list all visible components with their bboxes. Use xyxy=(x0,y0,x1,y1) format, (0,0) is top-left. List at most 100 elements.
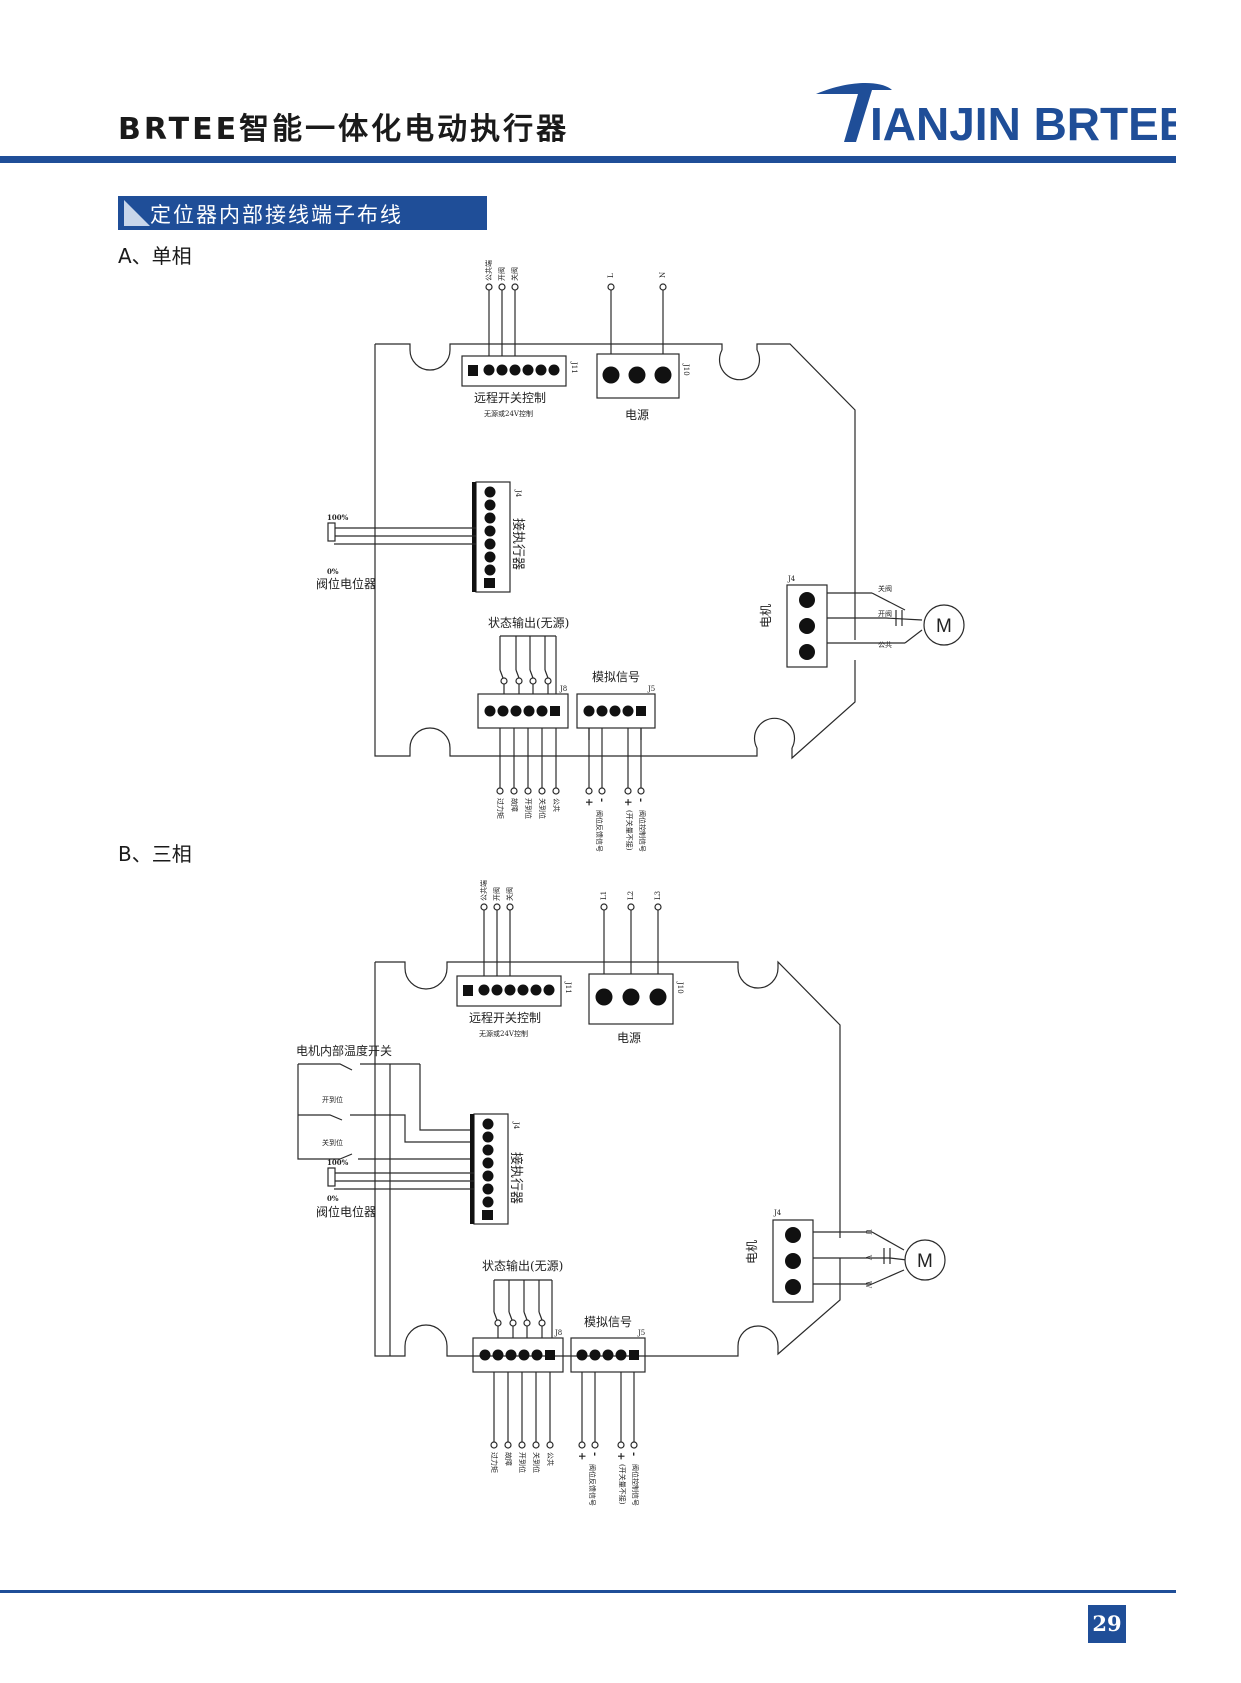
j5-label: J5 xyxy=(637,1329,645,1337)
output-label-common: 公共 xyxy=(552,798,561,812)
analog-caption: 模拟信号 xyxy=(584,1315,632,1329)
j4-actuator-pins xyxy=(484,486,496,588)
j8-label: J8 xyxy=(554,1329,562,1337)
control-signal-note: (开关量不接) xyxy=(625,810,634,851)
company-logo: IANJIN BRTEE xyxy=(816,83,1176,148)
connector-j4-motor xyxy=(786,584,828,668)
remote-caption: 远程开关控制 xyxy=(474,390,546,405)
remote-label-common: 公共端 xyxy=(479,880,488,901)
j11-label: J11 xyxy=(570,361,578,374)
analog-caption: 模拟信号 xyxy=(592,670,640,684)
j4-motor-pins xyxy=(785,1227,801,1295)
diagram-a: 公共端 开阀 关阀 J11 远程开关控制 无源或24V控制 L N J10 电源… xyxy=(0,250,1241,870)
notch-bottom-left xyxy=(409,727,451,749)
temp-switch-wiring xyxy=(297,1063,470,1356)
actuator-caption: 接执行器 xyxy=(510,518,526,570)
notch-bottom-right xyxy=(753,717,796,749)
feedback-minus: - xyxy=(596,798,607,802)
connector-j8 xyxy=(477,693,569,729)
diagram-a-title: A、单相 xyxy=(118,244,192,268)
output-label-close: 关到位 xyxy=(532,1452,541,1473)
header-rule xyxy=(0,156,1176,163)
output-label-open: 开到位 xyxy=(518,1452,527,1473)
j11-pins xyxy=(483,364,560,376)
output-label-fault: 故障 xyxy=(510,798,519,812)
remote-caption: 远程开关控制 xyxy=(469,1010,541,1025)
status-caption: 状态输出(无源) xyxy=(482,1258,563,1273)
power-label-l: L xyxy=(607,273,615,278)
j10-label: J10 xyxy=(676,981,684,994)
feedback-minus: - xyxy=(589,1452,600,1456)
control-signal-note: (开关量不接) xyxy=(618,1464,627,1505)
motor-label-w: W xyxy=(864,1281,872,1289)
remote-label-open: 开阀 xyxy=(497,267,506,281)
pot-caption: 阀位电位器 xyxy=(316,1204,376,1219)
j11-label: J11 xyxy=(564,981,572,994)
remote-subcaption: 无源或24V控制 xyxy=(484,409,533,418)
j10-pins xyxy=(595,988,667,1006)
j8-pins xyxy=(479,1349,555,1361)
power-label-l3: L3 xyxy=(654,891,662,900)
connector-j5 xyxy=(576,693,656,729)
section-bar xyxy=(118,196,487,230)
j8-bottom-leads xyxy=(496,728,560,795)
pot-top-label: 100% xyxy=(327,513,349,522)
pot-bottom-label: 0% xyxy=(327,1194,339,1203)
board-outline xyxy=(374,960,841,1357)
open-position-label: 开到位 xyxy=(322,1095,343,1104)
motor-symbol: M xyxy=(917,1251,933,1272)
connector-j8 xyxy=(472,1337,564,1373)
remote-label-close: 关阀 xyxy=(505,887,514,901)
motor-label-close: 关阀 xyxy=(878,584,892,593)
status-switches xyxy=(493,1279,553,1338)
connector-j4-actuator xyxy=(473,1113,509,1225)
close-position-label: 关到位 xyxy=(322,1138,343,1147)
j5-pins xyxy=(583,705,646,717)
motor-wiring xyxy=(827,592,923,644)
j4-actuator-bar xyxy=(470,1114,474,1224)
remote-label-common: 公共端 xyxy=(484,260,493,281)
motor-label-v: V xyxy=(864,1254,872,1261)
j4-actuator-pins xyxy=(482,1118,494,1220)
control-signal-label: 阀位控制信号 xyxy=(638,810,647,852)
power-caption: 电源 xyxy=(625,408,649,422)
connector-j11 xyxy=(461,355,567,387)
output-label-torque: 过力矩 xyxy=(496,798,505,819)
control-plus: + xyxy=(615,1452,626,1460)
diagram-b: 公共端 开阀 关阀 J11 远程开关控制 无源或24V控制 L1 L2 L3 J… xyxy=(0,870,1241,1530)
logo-text: IANJIN BRTEE xyxy=(870,98,1176,148)
connector-j4-motor xyxy=(772,1219,814,1303)
pot-bottom-label: 0% xyxy=(327,567,339,576)
diagram-b-title: B、三相 xyxy=(118,842,192,866)
motor-label-common: 公共 xyxy=(878,640,892,649)
section-bar-triangle xyxy=(124,200,150,226)
j8-pins xyxy=(484,705,560,717)
j11-square-pin xyxy=(463,985,473,996)
motor-box-label: 电机 xyxy=(745,1240,759,1264)
section-title: 定位器内部接线端子布线 xyxy=(150,203,403,227)
power-label-n: N xyxy=(659,272,667,278)
feedback-signal-label: 阀位反馈信号 xyxy=(595,810,604,852)
notch-bottom-right xyxy=(737,1325,779,1347)
output-label-close: 关到位 xyxy=(538,798,547,819)
control-minus: - xyxy=(635,798,646,802)
pot-top-label: 100% xyxy=(327,1158,349,1167)
notch-top-left xyxy=(409,349,451,371)
j4-actuator-label: J4 xyxy=(512,1121,520,1130)
j11-pins xyxy=(478,984,555,996)
remote-subcaption: 无源或24V控制 xyxy=(479,1029,528,1038)
j4-actuator-label: J4 xyxy=(514,489,522,498)
motor-box-label: 电机 xyxy=(759,604,773,628)
page-header-title: BRTEE智能一体化电动执行器 xyxy=(118,112,570,147)
page-number: 29 xyxy=(1088,1605,1126,1643)
board-outline xyxy=(374,343,856,760)
notch-top-right xyxy=(718,349,761,381)
j8-label: J8 xyxy=(559,685,567,693)
j11-leads xyxy=(485,283,519,356)
connector-j4-actuator xyxy=(475,481,511,593)
power-label-l2: L2 xyxy=(627,891,635,900)
j4-actuator-bar xyxy=(472,482,476,592)
power-caption: 电源 xyxy=(617,1031,641,1045)
connector-j11 xyxy=(456,975,562,1007)
pot-caption: 阀位电位器 xyxy=(316,576,376,591)
